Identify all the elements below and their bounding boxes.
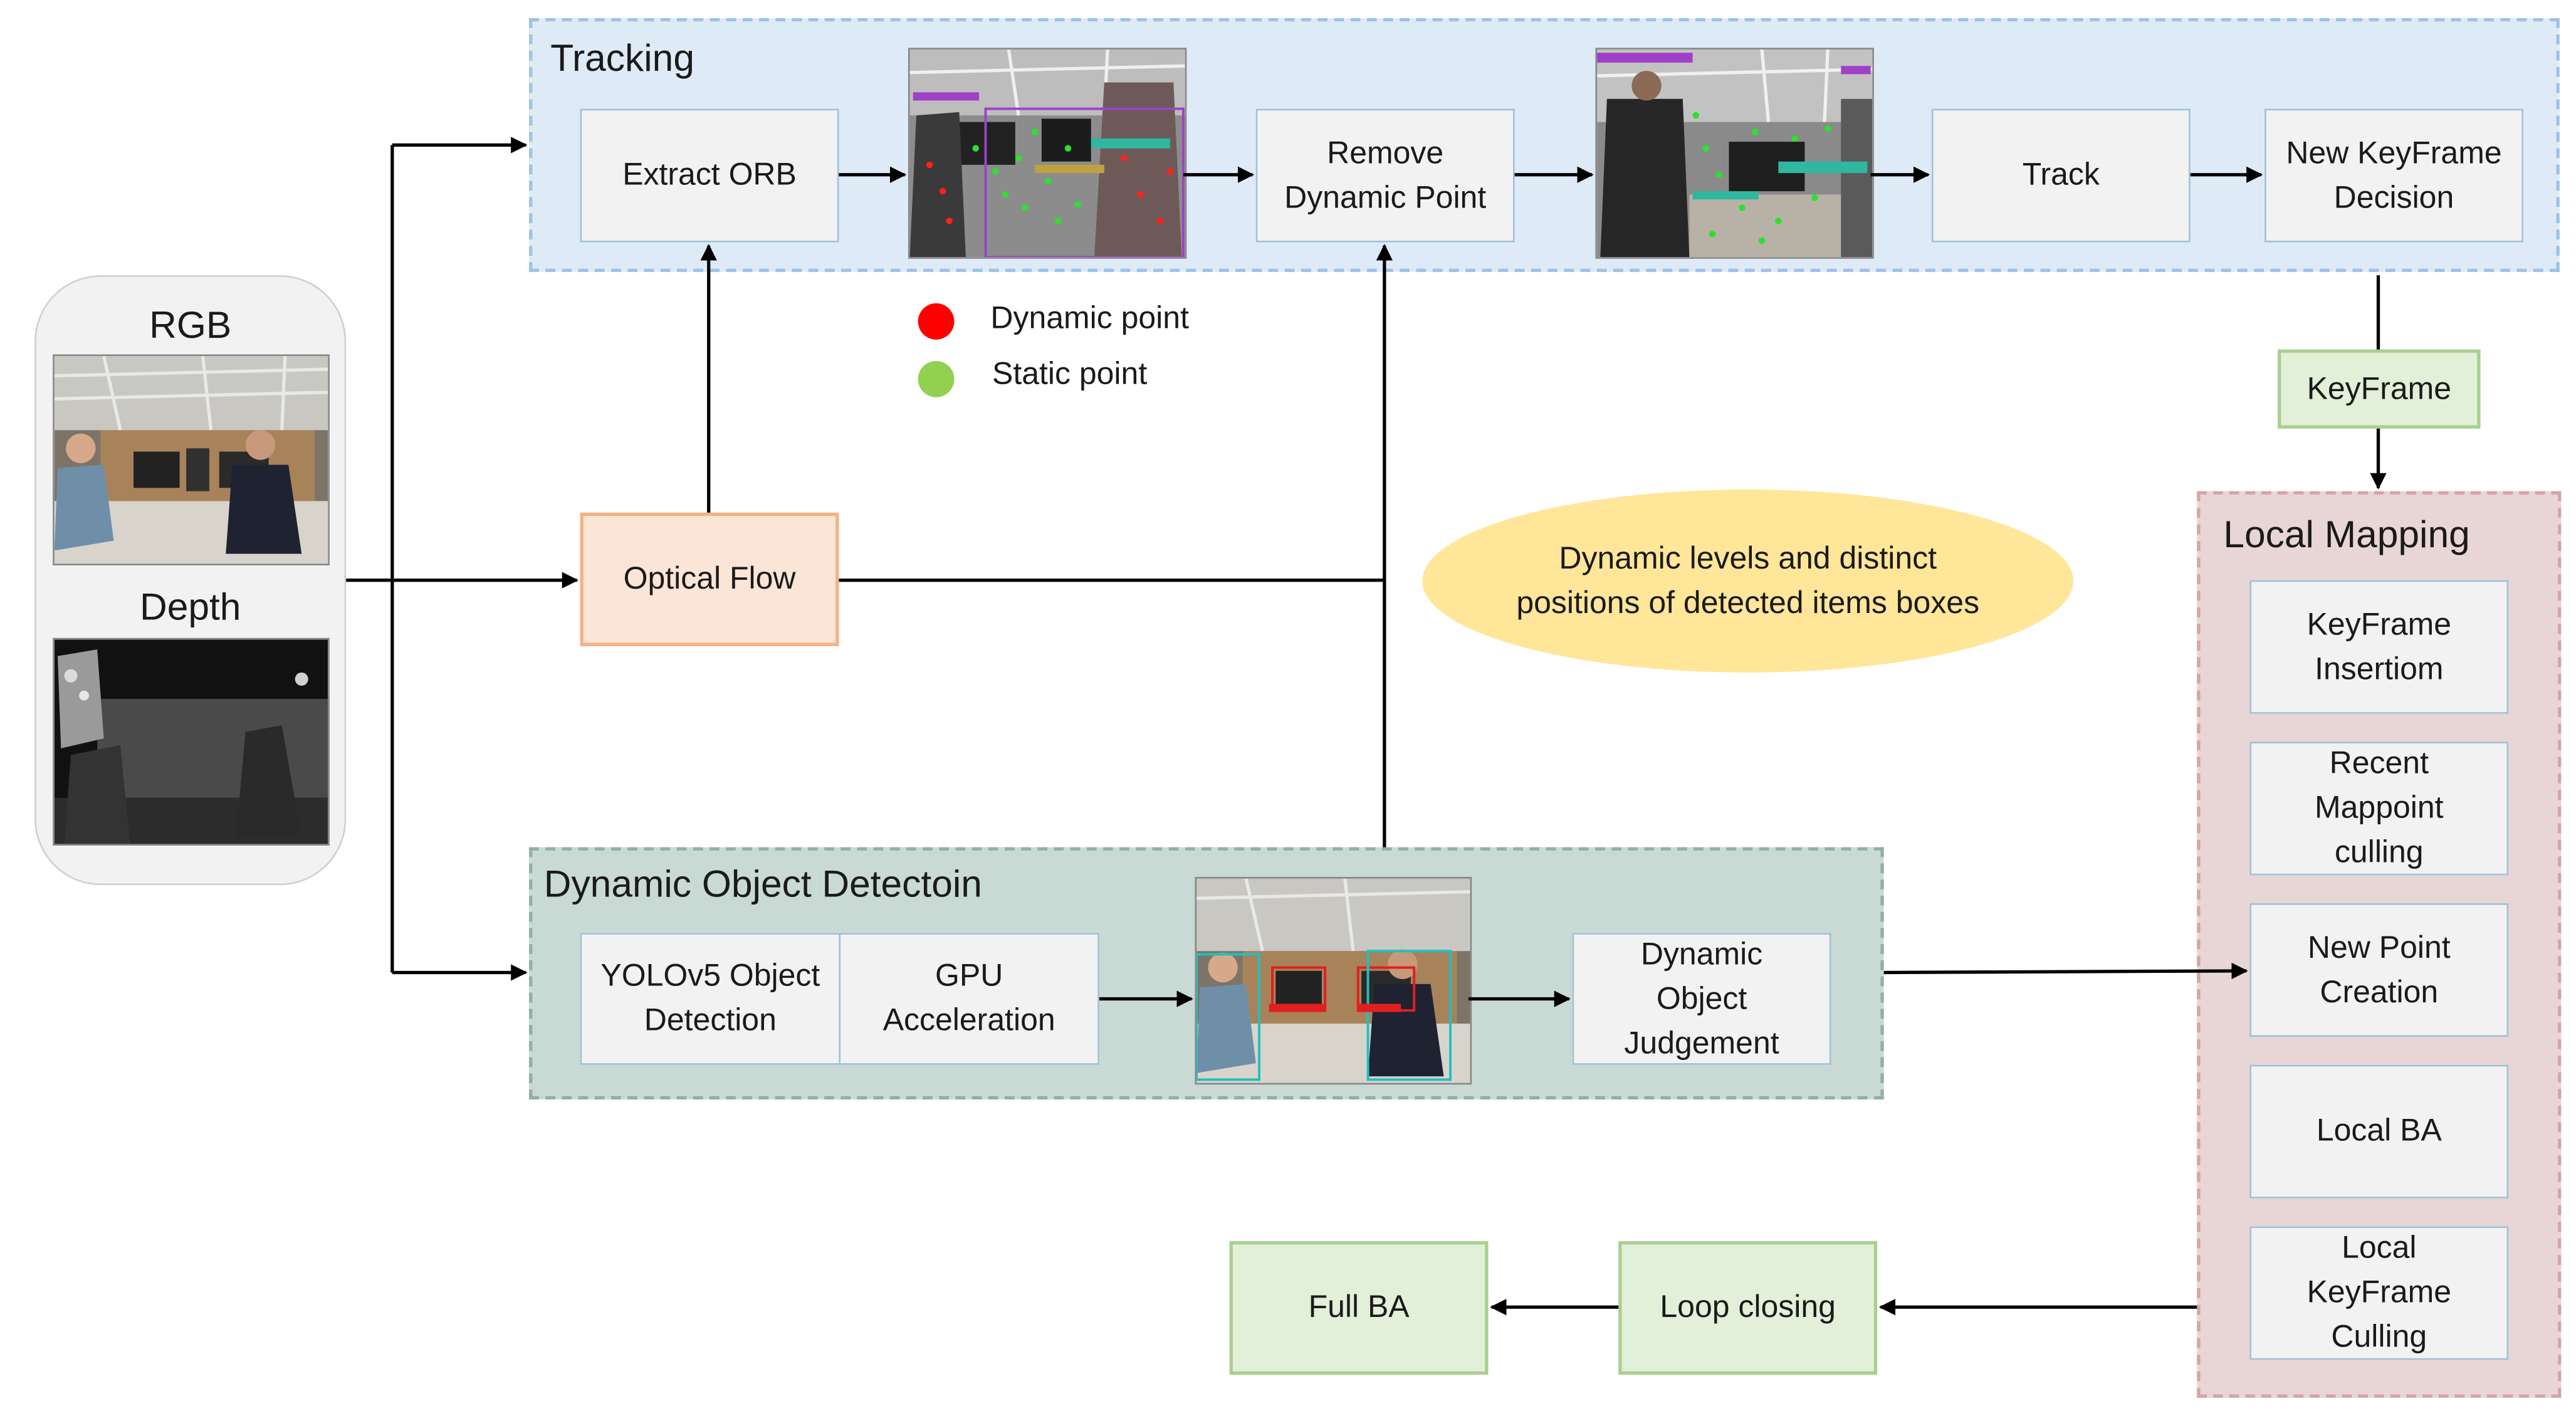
loop-closing-box: Loop closing <box>1618 1241 1878 1375</box>
dynamic-object-judgement-box: Dynamic Object Judgement <box>1572 933 1831 1065</box>
tracking-title: Tracking <box>550 36 694 80</box>
optical-flow-box: Optical Flow <box>580 512 839 646</box>
depth-label: Depth <box>140 585 241 628</box>
remove-dynamic-point-box: Remove Dynamic Point <box>1255 108 1515 243</box>
new-point-creation-box: New Point Creation <box>2249 903 2509 1037</box>
keyframe-box: KeyFrame <box>2278 349 2481 429</box>
detection-result-image <box>1195 876 1472 1085</box>
yolov5-detection-box: YOLOv5 Object Detection <box>580 933 841 1065</box>
track-box: Track <box>1931 108 2191 243</box>
arrow-detection-to-new-point-creation <box>1883 962 2248 980</box>
local-ba-box: Local BA <box>2249 1064 2509 1199</box>
tracking-panel <box>529 18 2560 272</box>
rgb-label: RGB <box>149 303 232 347</box>
dynamic-point-marker <box>918 303 955 340</box>
keyframe-insertion-box: KeyFrame Insertiom <box>2249 580 2509 714</box>
recent-mappoint-culling-box: Recent Mappoint culling <box>2249 742 2509 876</box>
new-keyframe-decision-box: New KeyFrame Decision <box>2264 108 2523 243</box>
detection-title: Dynamic Object Detectoin <box>543 862 982 905</box>
depth-image <box>53 637 330 846</box>
extract-orb-box: Extract ORB <box>580 108 839 243</box>
dynamic-levels-note: Dynamic levels and distinct positions of… <box>1422 489 2074 673</box>
local-mapping-title: Local Mapping <box>2223 512 2470 556</box>
gpu-acceleration-box: GPU Acceleration <box>839 933 1099 1065</box>
static-point-label: Static point <box>992 357 1148 392</box>
full-ba-box: Full BA <box>1229 1241 1489 1375</box>
dynamic-point-label: Dynamic point <box>990 302 1189 337</box>
static-point-marker <box>918 360 955 397</box>
rgb-image <box>53 354 330 565</box>
local-keyframe-culling-box: Local KeyFrame Culling <box>2249 1226 2509 1360</box>
orb-features-image <box>908 48 1187 259</box>
static-features-image <box>1595 48 1874 259</box>
